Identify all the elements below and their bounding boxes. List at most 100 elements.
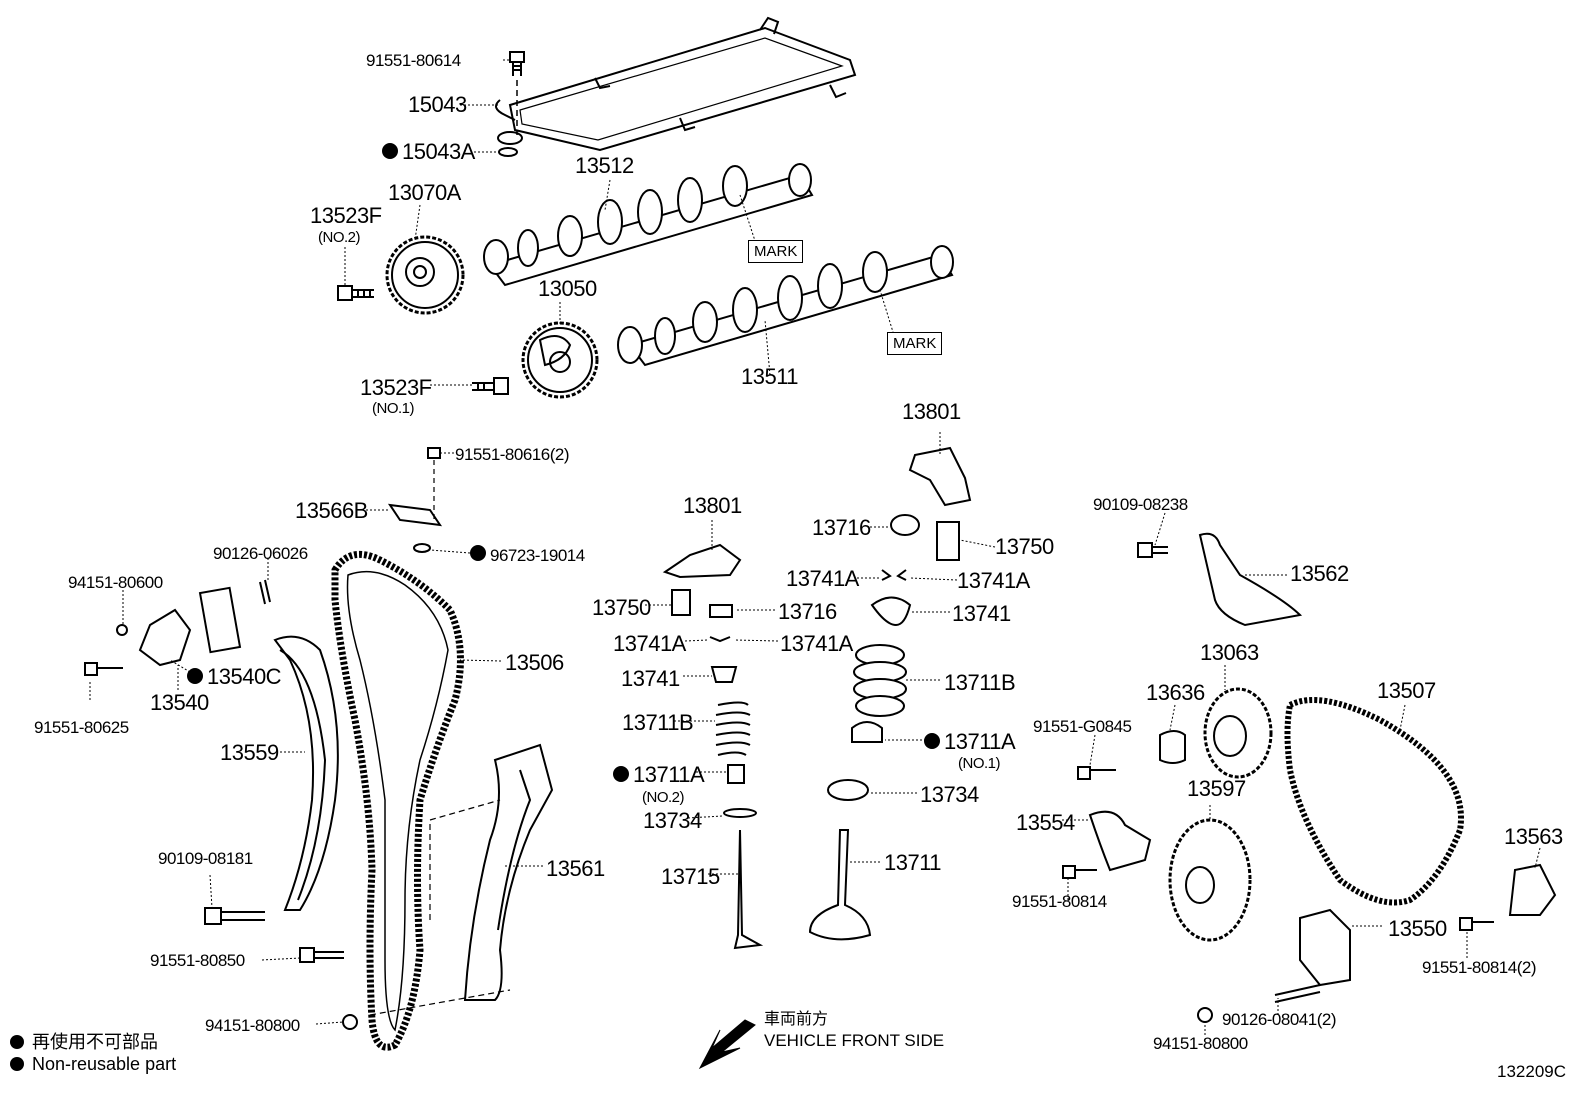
part-label-nonreusable: 13711A	[924, 731, 1016, 753]
part-label: 13750	[995, 534, 1054, 559]
part-label: 91551-80625	[34, 718, 129, 737]
bolt-90109-08181	[204, 907, 265, 925]
part-label: 13523F	[360, 375, 432, 400]
part-label: 13554	[1016, 810, 1075, 835]
camshaft-13512	[483, 163, 814, 287]
nonreusable-dot-icon	[470, 545, 486, 561]
bolt-91551-80614	[509, 51, 525, 76]
part-label: 13507	[1377, 678, 1436, 703]
gear-13063	[1203, 687, 1273, 779]
nonreusable-dot-icon	[613, 766, 629, 782]
part-label: 13750	[592, 595, 651, 620]
sprocket-13597	[1168, 818, 1252, 942]
part-label: 91551-80814(2)	[1422, 958, 1536, 977]
chain-guide-13561	[463, 743, 554, 1001]
part-label: 13711B	[944, 670, 1016, 695]
part-label: 13801	[683, 493, 742, 518]
part-label: 13801	[902, 399, 961, 424]
part-label: 90109-08181	[158, 849, 253, 868]
bushing-13636	[1159, 730, 1186, 764]
cam-timing-gear-13070A	[385, 235, 465, 315]
part-label: 13540	[150, 690, 209, 715]
part-label: 13559	[220, 740, 279, 765]
oil-nozzle-13566B	[387, 447, 443, 553]
part-label-nonreusable: 13540C	[187, 666, 282, 688]
part-label: 13563	[1504, 824, 1563, 849]
legend-jp-text: 再使用不可部品	[32, 1032, 158, 1052]
part-label: 13734	[920, 782, 979, 807]
part-label: 91551-80850	[150, 951, 245, 970]
part-label: 13523F	[310, 203, 382, 228]
part-label: 13050	[538, 276, 597, 301]
part-label-text: 13711A	[633, 762, 705, 787]
front-side-arrow	[698, 1019, 756, 1070]
bolt-91551-80850	[299, 947, 344, 963]
part-label: 90126-06026	[213, 544, 308, 563]
part-label: 91551-80616(2)	[455, 445, 569, 464]
valve-train-right	[808, 514, 960, 941]
sprocket-13050	[521, 321, 599, 399]
tensioner-13550	[1299, 908, 1351, 987]
part-label: 94151-80800	[1153, 1034, 1248, 1053]
part-label: 13511	[741, 364, 799, 389]
bolt-13523F-no2	[337, 285, 374, 301]
part-label: 13550	[1388, 916, 1447, 941]
nonreusable-dot-icon	[382, 143, 398, 159]
part-label: 13716	[778, 599, 837, 624]
part-label: 15043	[408, 92, 467, 117]
part-label: 13741A	[613, 631, 686, 656]
part-label: 94151-80800	[205, 1016, 300, 1035]
part-label: 13716	[812, 515, 871, 540]
part-label: 91551-80814	[1012, 892, 1107, 911]
chain-tensioner-13540	[116, 586, 242, 667]
part-label: 13597	[1187, 776, 1246, 801]
leader-lines	[89, 59, 1541, 1035]
mark-box: MARK	[748, 240, 804, 263]
timing-chain-13507	[1284, 697, 1464, 906]
bolt-90109-08238	[1137, 542, 1168, 558]
part-label: 13561	[546, 856, 605, 881]
nonreusable-dot-icon	[187, 668, 203, 684]
nonreusable-dot-icon	[10, 1035, 24, 1049]
nonreusable-dot-icon	[10, 1057, 24, 1071]
part-label-text: 96723-19014	[490, 546, 585, 565]
camshaft-13511	[617, 245, 954, 367]
part-label-nonreusable: 96723-19014	[470, 545, 585, 564]
part-label: 13741A	[786, 566, 859, 591]
part-label: 13734	[643, 808, 702, 833]
part-sublabel: (NO.1)	[958, 755, 1001, 772]
rocker-arm-13801-lower	[662, 543, 742, 579]
part-label: 13562	[1290, 561, 1349, 586]
bolt-91551-80814	[1062, 865, 1097, 879]
part-label: 90126-08041(2)	[1222, 1010, 1336, 1029]
direction-label-jp: 車両前方	[764, 1011, 829, 1028]
part-label: 13566B	[295, 498, 368, 523]
part-label: 13715	[661, 864, 720, 889]
bolt-13523F-no1	[472, 377, 509, 395]
part-label: 13063	[1200, 640, 1259, 665]
part-label: 13512	[575, 153, 634, 178]
mark-box: MARK	[887, 332, 943, 355]
chain-guide-13562	[1198, 532, 1303, 627]
head-gasket-plate	[495, 16, 857, 152]
part-label: 13711B	[622, 710, 694, 735]
figure-id: 132209C	[1497, 1062, 1567, 1081]
part-sublabel: (NO.2)	[642, 789, 685, 806]
part-label-nonreusable: 15043A	[382, 141, 475, 163]
part-label: 13741A	[780, 631, 853, 656]
legend-en: Non-reusable part	[10, 1054, 176, 1075]
part-label: 91551-80614	[366, 51, 461, 70]
timing-chain-13506	[331, 550, 464, 1051]
rocker-arm-13801-upper	[908, 446, 972, 507]
direction-label-en: VEHICLE FRONT SIDE	[764, 1031, 945, 1050]
part-sublabel: (NO.2)	[318, 229, 361, 246]
legend-jp: 再使用不可部品	[10, 1028, 158, 1054]
part-label: 94151-80600	[68, 573, 163, 592]
part-label: 13741	[621, 666, 680, 691]
chain-slipper-13559	[273, 635, 339, 911]
bracket-13563	[1508, 863, 1557, 916]
part-label: 90109-08238	[1093, 495, 1188, 514]
part-label: 13070A	[388, 180, 461, 205]
part-label: 13741A	[957, 568, 1030, 593]
